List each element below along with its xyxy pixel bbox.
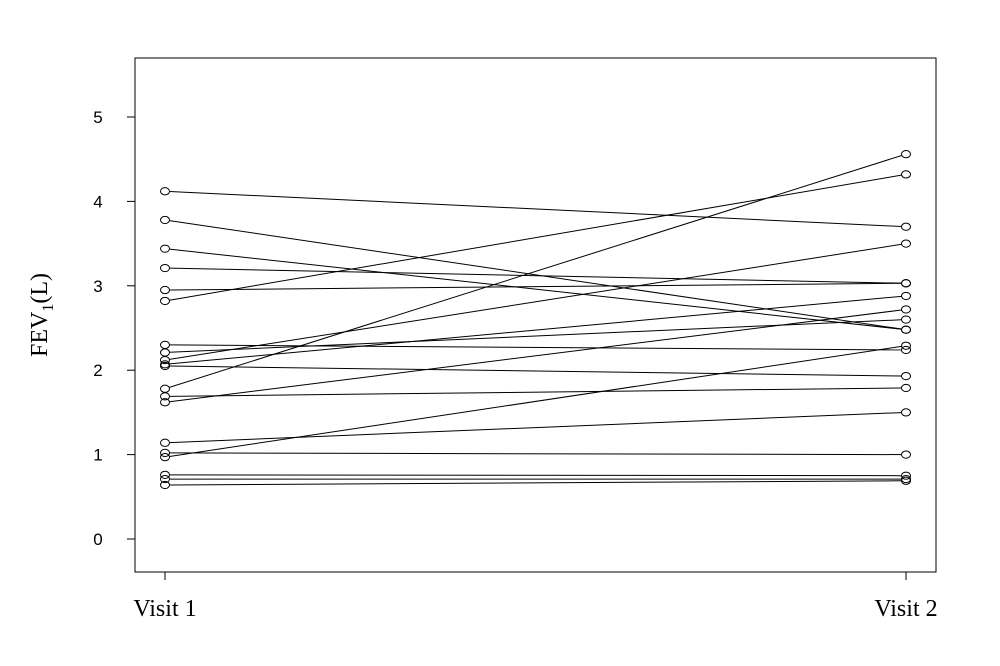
- series-s4: [160, 263, 911, 288]
- series-s18: [160, 470, 911, 480]
- data-point: [901, 291, 911, 301]
- x-tick-label: Visit 1: [133, 596, 196, 622]
- plot-frame: [134, 57, 937, 573]
- series-s16: [160, 448, 911, 459]
- series-line: [169, 282, 902, 291]
- series-s13: [160, 383, 911, 401]
- series-s1: [160, 187, 911, 231]
- series-s14: [160, 305, 911, 407]
- data-point: [901, 170, 911, 179]
- series-line: [169, 309, 902, 403]
- series-line: [169, 344, 902, 351]
- data-point: [160, 392, 170, 401]
- data-point: [901, 450, 911, 459]
- series-s5: [160, 279, 911, 295]
- data-point: [901, 279, 911, 288]
- series-s3: [160, 244, 911, 334]
- data-point: [901, 341, 911, 350]
- data-point: [160, 453, 170, 462]
- series-line: [169, 295, 902, 365]
- data-point: [901, 150, 911, 159]
- series-line: [169, 248, 902, 330]
- data-point: [901, 372, 911, 381]
- data-point: [901, 222, 911, 231]
- data-point: [901, 305, 911, 314]
- data-point: [160, 296, 170, 306]
- series-s15: [160, 408, 911, 447]
- y-tick-label: 4: [93, 192, 102, 211]
- y-tick-label: 1: [93, 446, 102, 465]
- data-point: [160, 448, 170, 458]
- data-point: [160, 348, 170, 357]
- y-axis-label: FEV1(L): [27, 273, 57, 357]
- data-point: [160, 215, 170, 225]
- data-point: [901, 345, 911, 355]
- data-point: [160, 263, 170, 273]
- series-line: [169, 452, 902, 456]
- series-line: [169, 474, 902, 477]
- data-point: [160, 474, 170, 484]
- series-line: [169, 267, 902, 284]
- series-s6: [160, 170, 911, 306]
- x-axis: Visit 1 Visit 2: [133, 571, 938, 622]
- data-point: [901, 325, 911, 334]
- data-point: [901, 471, 911, 480]
- series-line: [169, 220, 902, 330]
- data-point: [901, 383, 911, 393]
- series-lines: [160, 150, 911, 490]
- series-line: [169, 155, 902, 388]
- series-s2: [160, 215, 911, 334]
- series-s8: [160, 315, 911, 357]
- data-point: [901, 315, 911, 324]
- series-line: [169, 190, 902, 228]
- data-point: [160, 244, 170, 253]
- series-line: [169, 480, 902, 486]
- series-s17: [160, 341, 911, 462]
- data-point: [901, 408, 911, 417]
- data-point: [901, 476, 911, 485]
- y-axis: 0 1 2 3 4 5: [93, 108, 136, 549]
- data-point: [160, 384, 170, 393]
- series-line: [169, 243, 902, 360]
- y-tick-label: 0: [93, 530, 102, 549]
- data-point: [160, 470, 170, 479]
- data-point: [160, 285, 170, 295]
- data-point: [160, 361, 170, 371]
- series-line: [169, 412, 902, 444]
- series-s9: [160, 239, 911, 365]
- y-tick-label: 5: [93, 108, 102, 127]
- data-point: [160, 187, 170, 196]
- data-point: [901, 239, 911, 248]
- data-point: [160, 438, 170, 447]
- data-point: [160, 360, 170, 369]
- series-line: [169, 365, 902, 377]
- data-point: [160, 398, 170, 407]
- series-s20: [160, 476, 911, 490]
- data-point: [160, 340, 170, 349]
- y-tick-label: 3: [93, 277, 102, 296]
- y-tick-label: 2: [93, 361, 102, 380]
- data-point: [160, 480, 170, 490]
- x-tick-label: Visit 2: [874, 596, 937, 622]
- series-line: [169, 387, 902, 397]
- series-line: [169, 345, 902, 457]
- data-point: [160, 355, 170, 365]
- series-s10: [160, 291, 911, 369]
- series-s11: [160, 361, 911, 381]
- series-line: [169, 174, 902, 301]
